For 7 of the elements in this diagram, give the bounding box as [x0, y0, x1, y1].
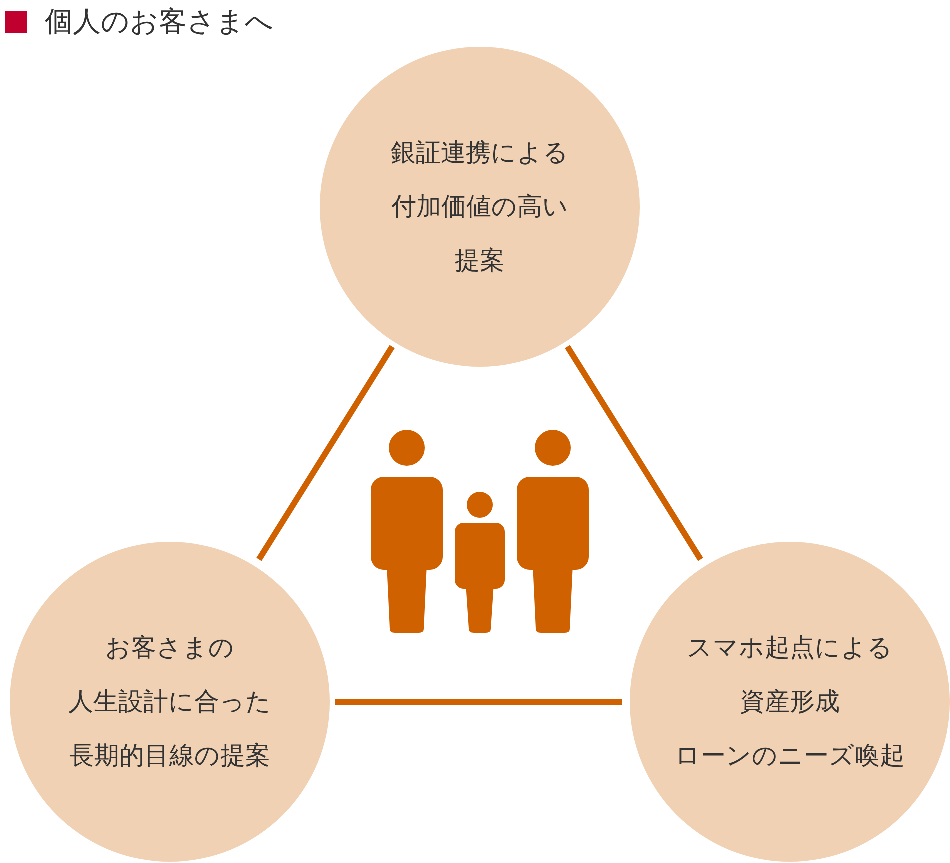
connector-line — [256, 345, 395, 562]
connector-line — [565, 345, 704, 562]
title: 個人のお客さまへ — [45, 4, 274, 40]
circle-text: 銀証連携による付加価値の高い提案 — [391, 137, 569, 277]
circle-text: お客さまの人生設計に合った長期的目線の提案 — [68, 632, 272, 772]
circle-text: スマホ起点による資産形成ローンのニーズ喚起 — [675, 632, 905, 772]
connector-line — [335, 699, 622, 705]
